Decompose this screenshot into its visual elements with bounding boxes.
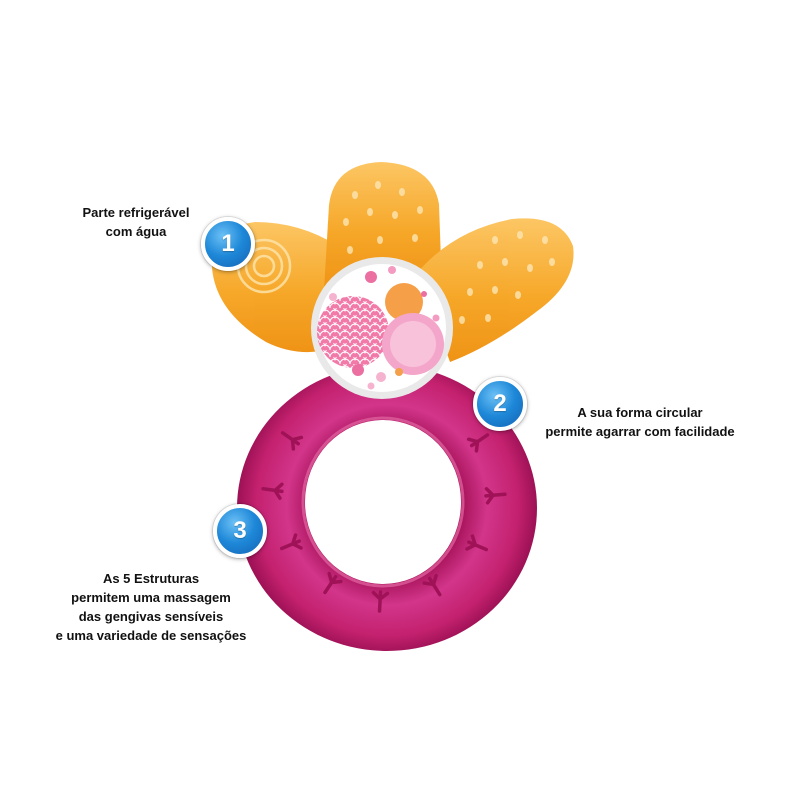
callout-3-line-1: As 5 Estruturas bbox=[102, 571, 200, 586]
claw-mark bbox=[465, 534, 489, 552]
claw-mark bbox=[484, 487, 507, 505]
claw-mark bbox=[280, 431, 304, 451]
claw-mark bbox=[422, 573, 442, 597]
callout-3-number: 3 bbox=[233, 517, 247, 544]
claw-mark bbox=[466, 433, 490, 453]
callout-2-text: A sua forma circular permite agarrar com… bbox=[520, 403, 760, 441]
callout-1-text: Parte refrigerável com água bbox=[56, 203, 216, 241]
teether-ring bbox=[237, 365, 537, 651]
massage-structures bbox=[261, 431, 507, 613]
callout-3-line-3: das gengivas sensíveis bbox=[78, 609, 224, 624]
callout-3-line-2: permitem uma massagem bbox=[71, 590, 231, 605]
callout-2-badge: 2 bbox=[473, 377, 527, 431]
callout-2-line-1: A sua forma circular bbox=[577, 405, 703, 420]
callout-2-number: 2 bbox=[493, 390, 507, 417]
callout-1-badge: 1 bbox=[201, 217, 255, 271]
callout-1-line-1: Parte refrigerável bbox=[82, 205, 190, 220]
claw-mark bbox=[279, 533, 303, 551]
texture-dots bbox=[343, 181, 555, 324]
callout-1-number: 1 bbox=[221, 230, 235, 257]
callout-3-badge: 3 bbox=[213, 504, 267, 558]
ring-inner-highlight bbox=[301, 416, 465, 588]
claw-mark bbox=[261, 482, 284, 500]
orange-dot bbox=[385, 283, 423, 321]
small-dots bbox=[329, 266, 440, 390]
scale-pattern-circle bbox=[317, 296, 389, 368]
pink-dot-inner bbox=[390, 321, 436, 367]
callout-3-line-4: e uma variedade de sensações bbox=[55, 628, 247, 643]
callout-2-line-2: permite agarrar com facilidade bbox=[545, 424, 735, 439]
callout-1-line-2: com água bbox=[105, 224, 167, 239]
callout-3-text: As 5 Estruturas permitem uma massagem da… bbox=[30, 569, 272, 645]
claw-mark bbox=[323, 571, 343, 595]
claw-mark bbox=[371, 590, 390, 613]
center-disc bbox=[311, 257, 453, 399]
